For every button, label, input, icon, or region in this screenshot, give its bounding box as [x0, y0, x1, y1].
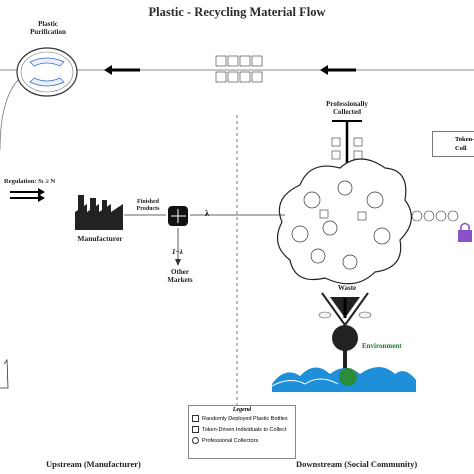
waste-label: Waste — [337, 284, 357, 292]
downstream-label: Downstream (Social Community) — [296, 459, 418, 469]
legend: Legend Randomly Deployed Plastic Bottles… — [188, 405, 296, 459]
finished-products-label: Finished Products — [136, 199, 160, 212]
factory-icon — [75, 195, 123, 230]
left-curve — [0, 79, 19, 151]
legend-item-professional: Professional Collectors — [192, 435, 295, 446]
small-mark-left — [0, 358, 9, 389]
legend-item-token: Token-Driven Individuals to Collect — [192, 424, 295, 435]
tree-icon — [332, 325, 358, 370]
collection-bracket — [332, 120, 362, 168]
bottle-chain-right — [411, 210, 459, 222]
token-collection-box: Token- Coll — [432, 131, 474, 157]
community-cloud — [276, 158, 412, 285]
lambda-label: λ — [205, 209, 209, 218]
regulation-arrow — [10, 188, 45, 202]
regulation-label: Regulation: Sₜ ≥ N — [4, 178, 56, 185]
arrow-left-1 — [104, 65, 140, 75]
purification-icon — [16, 47, 78, 97]
one-minus-lambda-label: 1−λ — [172, 248, 183, 256]
distribution-node-icon — [168, 206, 188, 226]
purification-label: Plastic Purification — [30, 20, 66, 36]
professionally-collected-label: Professionally Collected — [326, 100, 368, 116]
bottle-grid-top — [215, 55, 263, 83]
lock-icon — [458, 222, 472, 242]
environment-label: Environment — [362, 342, 402, 350]
diagram-title: Plastic - Recycling Material Flow — [148, 5, 326, 19]
legend-item-bottles: Randomly Deployed Plastic Bottles — [192, 413, 295, 424]
waste-funnel — [321, 292, 369, 327]
water-waves — [271, 367, 416, 392]
legend-title: Legend — [232, 407, 252, 413]
bottle-grid-collected — [331, 137, 363, 160]
manufacturer-label: Manufacturer — [77, 234, 123, 243]
other-markets-label: Other Markets — [167, 268, 193, 284]
arrow-left-2 — [320, 65, 356, 75]
upstream-label: Upstream (Manufacturer) — [46, 459, 141, 469]
waste-bottles — [318, 311, 372, 319]
